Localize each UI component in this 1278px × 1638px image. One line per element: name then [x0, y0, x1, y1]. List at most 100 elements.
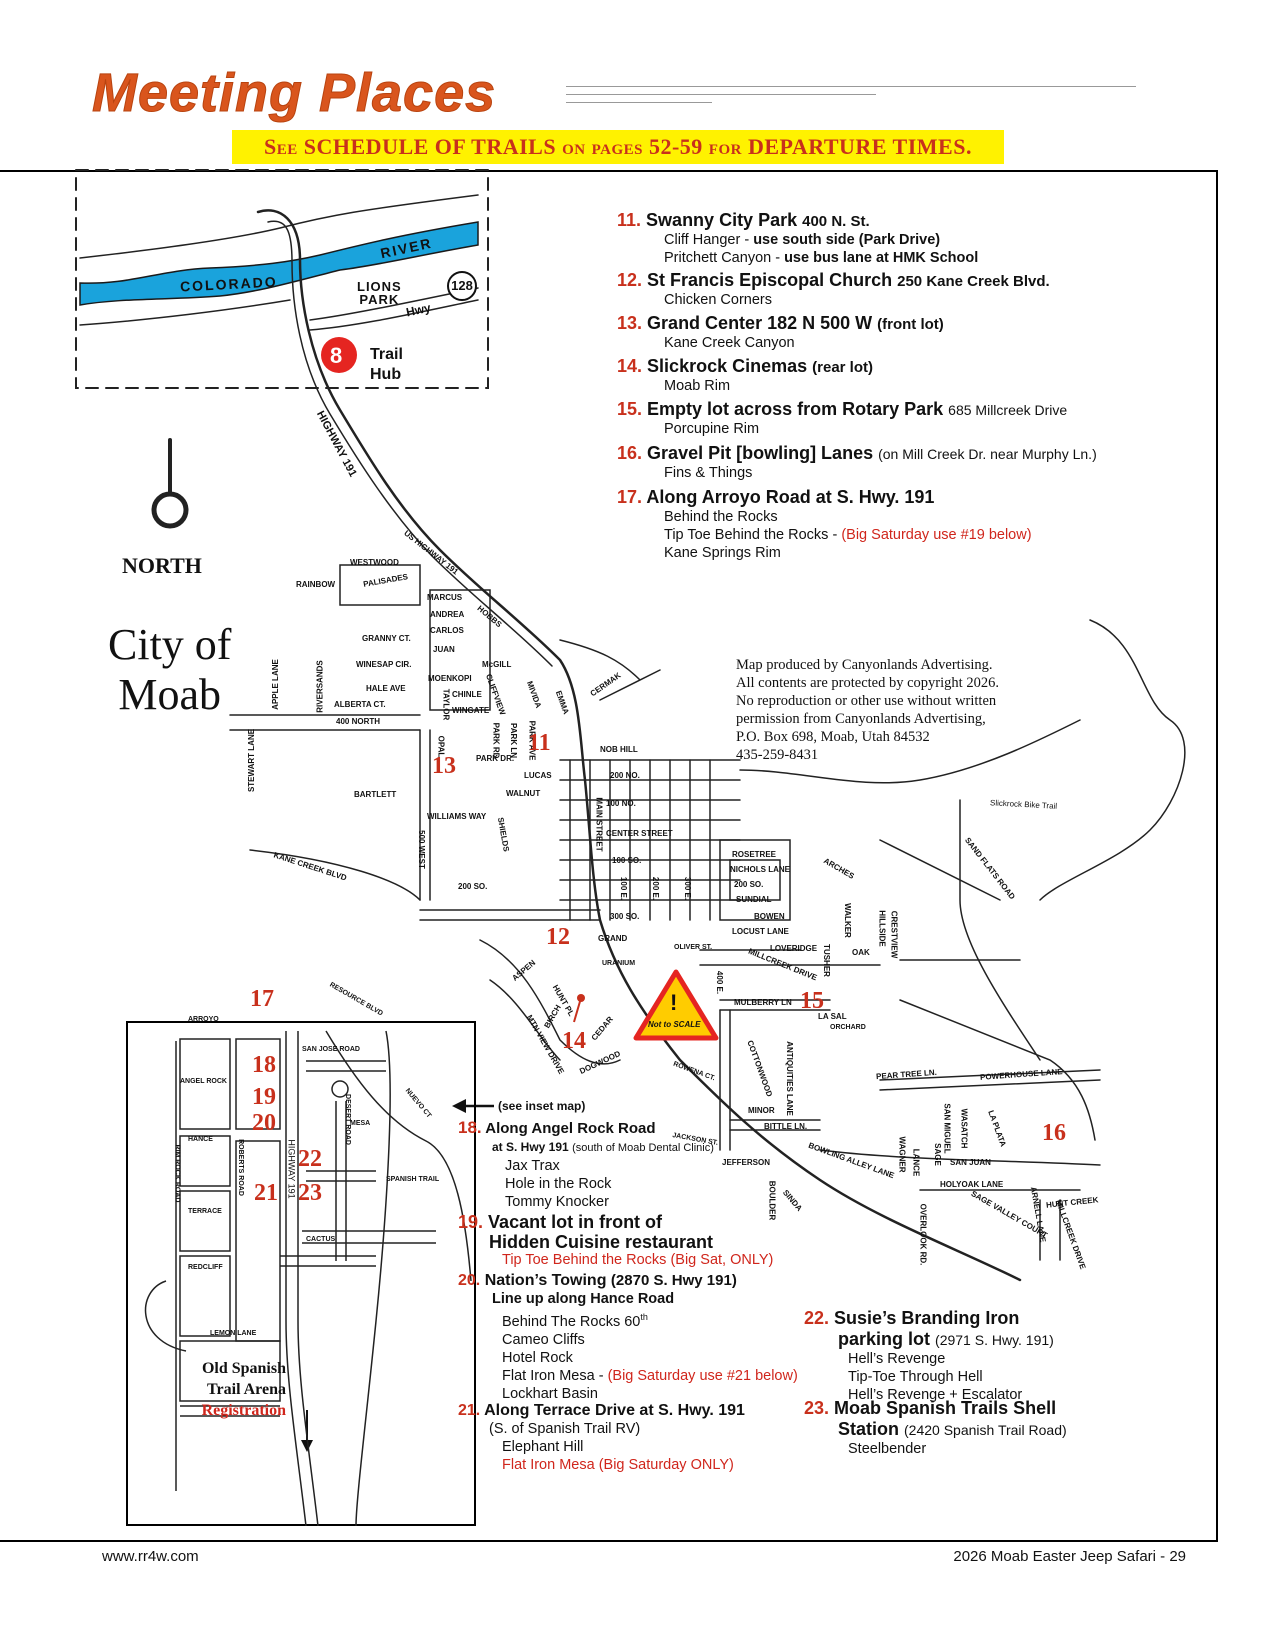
- street-label: WAGNER: [897, 1136, 907, 1173]
- place-16: 16. Gravel Pit [bowling] Lanes (on Mill …: [617, 443, 1097, 482]
- place-15: 15. Empty lot across from Rotary Park 68…: [617, 399, 1067, 438]
- street-label: SAN JOSE ROAD: [302, 1046, 360, 1053]
- hwy-128-shield: 128: [451, 278, 473, 293]
- street-label: 200 SO.: [458, 882, 488, 891]
- colorado-river: [79, 221, 479, 306]
- street-label: WASATCH: [959, 1108, 969, 1149]
- place-14: 14. Slickrock Cinemas (rear lot) Moab Ri…: [617, 356, 873, 395]
- street-label: SPANISH TRAIL: [386, 1176, 440, 1183]
- ordinal-suffix: th: [640, 1312, 648, 1322]
- place-address: 685 Millcreek Drive: [948, 402, 1068, 418]
- marker-18: 18: [252, 1052, 276, 1078]
- place-name: St Francis Episcopal Church: [647, 270, 893, 290]
- trail-name: Kane Springs Rim: [664, 545, 781, 561]
- place-name: Hidden Cuisine restaurant: [489, 1232, 714, 1252]
- street-label: 200 NO.: [610, 771, 640, 780]
- street-label: SAGE: [932, 1143, 942, 1166]
- place-number: 20.: [458, 1272, 481, 1289]
- trail-name: Tip-Toe Through Hell: [848, 1369, 983, 1385]
- place-name: Along Angel Rock Road: [485, 1120, 656, 1137]
- trail-hub-line-2: Hub: [370, 366, 402, 383]
- street-label: HOLYOAK LANE: [940, 1180, 1004, 1189]
- street-label: CARLOS: [430, 626, 464, 635]
- street-label: OVERLOOK RD.: [918, 1203, 928, 1266]
- street-label: APPLE LANE: [270, 659, 280, 710]
- place-address: 250 Kane Creek Blvd.: [897, 273, 1050, 290]
- website-link[interactable]: www.rr4w.com: [102, 1548, 199, 1565]
- city-line-2: Moab: [118, 670, 222, 719]
- place-name: Grand Center 182 N 500 W: [647, 313, 873, 333]
- city-label: City of Moab: [108, 620, 231, 720]
- place-name: Moab Spanish Trails Shell: [834, 1398, 1057, 1418]
- street-label: STEWART LANE: [247, 728, 257, 793]
- street-label: TAYLOR: [441, 688, 451, 721]
- lions-label: LIONS: [357, 279, 402, 294]
- street-label: WINGATE: [452, 706, 490, 715]
- trail-name: Hell’s Revenge: [848, 1351, 946, 1367]
- street-label: URANIUM: [602, 960, 636, 967]
- street-label: ROSETREE: [732, 850, 777, 859]
- copyright-line: P.O. Box 698, Moab, Utah 84532: [736, 729, 930, 745]
- place-number: 14.: [617, 356, 643, 376]
- map-frame: [0, 170, 1218, 1542]
- street-label: MESA: [350, 1120, 371, 1127]
- street-label: LOCUST LANE: [732, 927, 789, 936]
- street-label: DESERT ROAD: [343, 1094, 351, 1145]
- place-number: 11.: [617, 210, 642, 230]
- marker-14: 14: [562, 1028, 586, 1054]
- trail-name: Pritchett Canyon -: [664, 250, 785, 266]
- trail-name: Porcupine Rim: [664, 421, 760, 437]
- place-number: 12.: [617, 270, 643, 290]
- place-12: 12. St Francis Episcopal Church 250 Kane…: [617, 270, 1050, 309]
- trail-name: Tip Toe Behind the Rocks (Big Sat, ONLY): [502, 1252, 774, 1268]
- place-number: 22.: [804, 1308, 830, 1328]
- marker-12: 12: [546, 924, 570, 950]
- place-number: 13.: [617, 313, 643, 333]
- see-inset-label: (see inset map): [498, 1099, 586, 1113]
- trail-name: Fins & Things: [664, 465, 753, 481]
- street-label: LUCAS: [524, 771, 552, 780]
- street-label: JUAN: [433, 645, 455, 654]
- trail-name: Kane Creek Canyon: [664, 335, 795, 351]
- marker-15: 15: [800, 988, 824, 1014]
- trail-name: Lockhart Basin: [502, 1385, 598, 1402]
- place-number: 16.: [617, 443, 643, 463]
- place-number: 17.: [617, 487, 643, 507]
- place-name: Empty lot across from Rotary Park: [647, 399, 944, 419]
- street-label: 100 SO.: [612, 856, 642, 865]
- copyright-line: 435-259-8431: [736, 747, 819, 763]
- place-name: Vacant lot in front of: [488, 1212, 663, 1232]
- street-label: ANGEL ROCK: [180, 1078, 227, 1085]
- place-17: 17. Along Arroyo Road at S. Hwy. 191 Beh…: [617, 487, 1032, 562]
- place-note: use bus lane at HMK School: [784, 250, 979, 266]
- street-label: HANCE: [188, 1136, 213, 1143]
- trail-name: Hell’s Revenge + Escalator: [848, 1387, 1023, 1403]
- place-note: use south side (Park Drive): [753, 232, 941, 248]
- street-label: BITTLE LN.: [764, 1122, 808, 1131]
- marker-19: 19: [252, 1084, 276, 1110]
- place-number: 15.: [617, 399, 643, 419]
- trail-hub-marker: [321, 337, 357, 373]
- place-21: 21. Along Terrace Drive at S. Hwy. 191 (…: [458, 1402, 745, 1474]
- place-address: (2870 S. Hwy 191): [610, 1272, 737, 1289]
- street-label: RAINBOW: [296, 580, 336, 589]
- trail-name: Cliff Hanger -: [664, 232, 754, 248]
- street-label: ANTIQUITIES LANE: [784, 1041, 794, 1116]
- street-label: 300 SO.: [610, 912, 640, 921]
- trail-name: Cameo Cliffs: [502, 1331, 585, 1348]
- street-label: HIGHWAY 191: [286, 1139, 297, 1199]
- header-rule: [566, 94, 876, 95]
- place-name: parking lot: [838, 1329, 931, 1349]
- page-title: Meeting Places: [91, 63, 497, 124]
- street-label: HALE AVE: [366, 684, 406, 693]
- marker-20: 20: [252, 1110, 276, 1136]
- place-18: 18. Along Angel Rock Road at S. Hwy 191 …: [458, 1118, 714, 1211]
- not-to-scale-sign: [633, 969, 719, 1041]
- trail-hub-number: 8: [330, 343, 343, 368]
- street-label: MINOR: [748, 1106, 775, 1115]
- place-name: Susie’s Branding Iron: [834, 1308, 1020, 1328]
- place-address: (rear lot): [812, 359, 873, 376]
- street-label: WESTWOOD: [350, 558, 399, 567]
- departure-banner: See SCHEDULE OF TRAILS on pages 52-59 fo…: [232, 130, 1004, 164]
- street-label: ARROYO: [188, 1016, 219, 1023]
